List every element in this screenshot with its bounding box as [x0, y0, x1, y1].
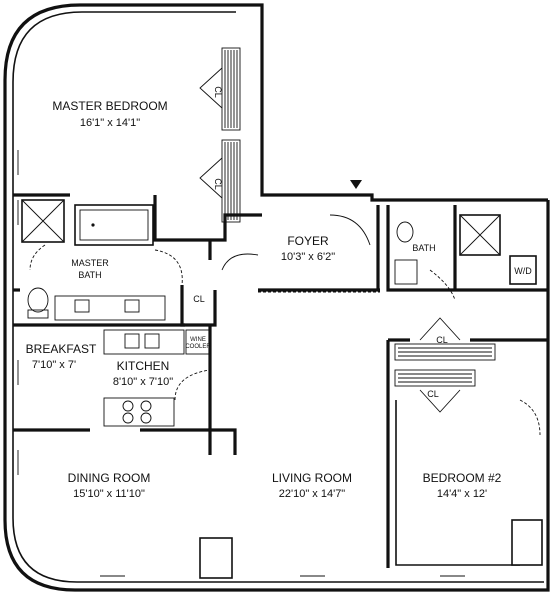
dining-room-name: DINING ROOM: [68, 471, 151, 485]
master-bath-fixtures: [21, 199, 183, 321]
breakfast-size: 7'10" x 7': [32, 359, 76, 371]
bath-name: BATH: [412, 243, 435, 253]
wd-name: W/D: [514, 266, 532, 276]
bedroom2-closets: [394, 317, 541, 436]
breakfast-name: BREAKFAST: [26, 342, 97, 356]
dining-room-size: 15'10" x 11'10": [73, 488, 145, 500]
living-room-size: 22'10" x 14'7": [279, 488, 346, 500]
bedroom-2-size: 14'4" x 12': [437, 488, 487, 500]
wine-cooler-name-2: COOLER: [185, 344, 211, 350]
room-labels: MASTER BEDROOM 16'1" x 14'1" MASTER BATH…: [26, 86, 533, 500]
kitchen-name: KITCHEN: [117, 359, 170, 373]
kitchen-size: 8'10" x 7'10": [113, 376, 173, 388]
bedroom-2-name: BEDROOM #2: [423, 471, 502, 485]
master-bath-name-2: BATH: [78, 270, 101, 280]
living-room-name: LIVING ROOM: [272, 471, 352, 485]
master-bedroom-size: 16'1" x 14'1": [80, 117, 140, 129]
interior-walls: [13, 193, 548, 579]
foyer-name: FOYER: [287, 234, 329, 248]
closet-label-foyer: CL: [193, 294, 205, 304]
master-bath-name-1: MASTER: [71, 258, 109, 268]
kitchen-fixtures: [103, 329, 211, 427]
exterior-walls: [3, 3, 550, 592]
foyer-bath-fixtures: [221, 214, 537, 301]
entry-arrow-icon: [350, 180, 362, 189]
closet-label-master-lower: CL: [213, 178, 223, 190]
closet-label-bedroom2-upper: CL: [436, 335, 448, 345]
wine-cooler-name-1: WINE: [190, 337, 206, 343]
master-closets: [199, 47, 241, 223]
foyer-size: 10'3" x 6'2": [281, 251, 335, 263]
closet-label-master-upper: CL: [213, 86, 223, 98]
closet-label-bedroom2-lower: CL: [427, 389, 439, 399]
master-bedroom-name: MASTER BEDROOM: [52, 99, 167, 113]
